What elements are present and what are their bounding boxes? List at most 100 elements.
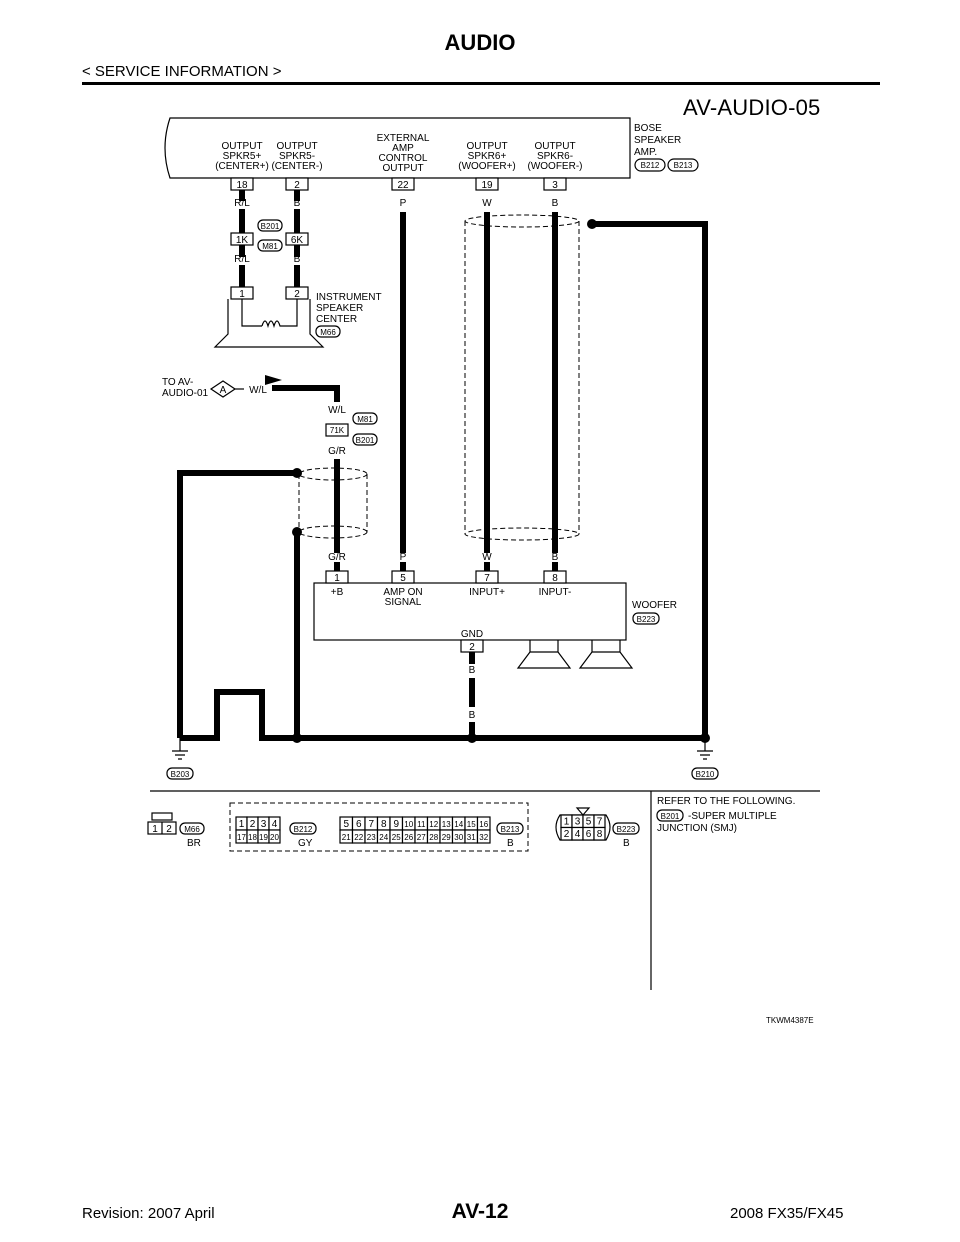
pin-number: 6 xyxy=(586,829,592,840)
woofer-gnd-pin: 2 xyxy=(469,642,475,653)
page-title: AUDIO xyxy=(444,30,516,55)
amp-pin: 18 xyxy=(236,180,248,191)
woofer-connector: B223 xyxy=(637,615,656,624)
shield-top xyxy=(464,214,580,228)
joint-connector-1: B201 1K 6K M81 xyxy=(230,219,309,252)
pin-number: 12 xyxy=(429,820,438,829)
pin-number: 7 xyxy=(368,819,374,830)
wire-label-b: B xyxy=(552,198,559,209)
ground-id: B210 xyxy=(696,770,715,779)
wire-shield-left xyxy=(177,470,297,738)
pin-number: 2 xyxy=(564,829,570,840)
pin-number: 4 xyxy=(575,829,581,840)
bose-amp: BOSE SPEAKER AMP. B212 B213 OUTPUT SPKR5… xyxy=(164,117,699,191)
pin-number: 2 xyxy=(250,819,256,830)
woofer-name: WOOFER xyxy=(632,600,677,611)
pin-number: 24 xyxy=(379,833,388,842)
svg-text:BR: BR xyxy=(187,838,201,849)
pin-number: 28 xyxy=(429,833,438,842)
connector-group-outline xyxy=(229,802,529,852)
svg-text:M66: M66 xyxy=(184,825,200,834)
pin-number: 25 xyxy=(392,833,401,842)
amp-term-label: SPKR5+ xyxy=(223,151,262,162)
footer-model: 2008 FX35/FX45 xyxy=(730,1205,844,1222)
center-name-2: SPEAKER xyxy=(316,303,363,314)
wire-label-b: B xyxy=(552,552,559,563)
amp-term-label: (CENTER-) xyxy=(271,161,322,172)
to-av-line-1: TO AV- xyxy=(162,377,193,388)
amp-pin: 22 xyxy=(397,180,409,191)
speaker-outline xyxy=(213,299,325,348)
amp-name-1: BOSE xyxy=(634,123,662,134)
pin-number: 27 xyxy=(417,833,426,842)
pin-cell xyxy=(593,826,606,841)
svg-text:2: 2 xyxy=(166,824,172,835)
amp-term-label: (CENTER+) xyxy=(215,161,269,172)
amp-term-label: OUTPUT xyxy=(382,163,423,174)
center-connector: M66 xyxy=(320,328,336,337)
woofer-term-label: SIGNAL xyxy=(385,597,422,608)
svg-text:1: 1 xyxy=(152,824,158,835)
center-name-1: INSTRUMENT xyxy=(316,292,382,303)
wire-label-b: B xyxy=(294,254,301,265)
amp-pin: 3 xyxy=(552,180,558,191)
wire-label-b: B xyxy=(294,198,301,209)
wire-label-p: P xyxy=(400,198,407,209)
woofer-term-label: AMP ON xyxy=(383,587,422,598)
speaker-icon xyxy=(578,640,634,669)
amp-name-3: AMP. xyxy=(634,147,657,158)
svg-text:GY: GY xyxy=(298,838,313,849)
joint1-left-pin: 1K xyxy=(236,235,249,246)
amp-term-label: AMP xyxy=(392,143,414,154)
ground-icon xyxy=(697,738,713,760)
center-name-3: CENTER xyxy=(316,314,357,325)
amp-pin-box xyxy=(475,177,499,191)
header-rule xyxy=(82,82,880,85)
woofer-pin: 7 xyxy=(484,573,490,584)
pin-number: 7 xyxy=(597,817,603,828)
woofer-term-label: INPUT- xyxy=(539,587,572,598)
footer-page: AV-12 xyxy=(451,1200,509,1223)
woofer-pin: 8 xyxy=(552,573,558,584)
wire-label-w: W xyxy=(482,198,492,209)
refer-title: REFER TO THE FOLLOWING. xyxy=(657,796,795,807)
refer-connector: B201 xyxy=(661,812,680,821)
splice-dot xyxy=(292,733,302,743)
amp-connector-badge xyxy=(634,158,666,172)
to-av-marker-letter: A xyxy=(220,385,227,396)
section-subtitle: < SERVICE INFORMATION > xyxy=(82,63,282,80)
wire-wl xyxy=(272,385,340,402)
pin-number: 3 xyxy=(261,819,267,830)
wire-label-gr: G/R xyxy=(328,552,346,563)
svg-text:B212: B212 xyxy=(294,825,313,834)
amp-pin-box xyxy=(391,177,415,191)
pin-number: 8 xyxy=(597,829,603,840)
amp-term-label: OUTPUT xyxy=(534,141,575,152)
figure-id: AV-AUDIO-05 xyxy=(683,95,821,120)
wire-label-b: B xyxy=(469,710,476,721)
joint2-pin: 71K xyxy=(330,426,345,435)
woofer: 1 5 7 8 +B AMP ON SIGNAL INPUT+ INPUT- W… xyxy=(313,570,677,669)
pin-number: 30 xyxy=(454,833,463,842)
woofer-pin: 5 xyxy=(400,573,406,584)
wire-label-p: P xyxy=(400,552,407,563)
woofer-term-label: +B xyxy=(331,587,344,598)
pin-number: 21 xyxy=(342,833,351,842)
pin-number: 22 xyxy=(354,833,363,842)
pin-number: 5 xyxy=(343,819,349,830)
speaker-icon xyxy=(516,640,572,669)
connector-view-m66: 1 2 M66 BR xyxy=(147,812,205,849)
amp-connector-2: B213 xyxy=(674,161,693,170)
pin-number: 26 xyxy=(404,833,413,842)
pin-number: 8 xyxy=(381,819,387,830)
amp-term-label: OUTPUT xyxy=(221,141,262,152)
amp-term-label: EXTERNAL xyxy=(377,133,430,144)
center-pin: 2 xyxy=(294,289,300,300)
pin-number: 10 xyxy=(404,820,413,829)
pin-number: 1 xyxy=(564,817,570,828)
refer-note: REFER TO THE FOLLOWING. B201 -SUPER MULT… xyxy=(656,796,795,834)
